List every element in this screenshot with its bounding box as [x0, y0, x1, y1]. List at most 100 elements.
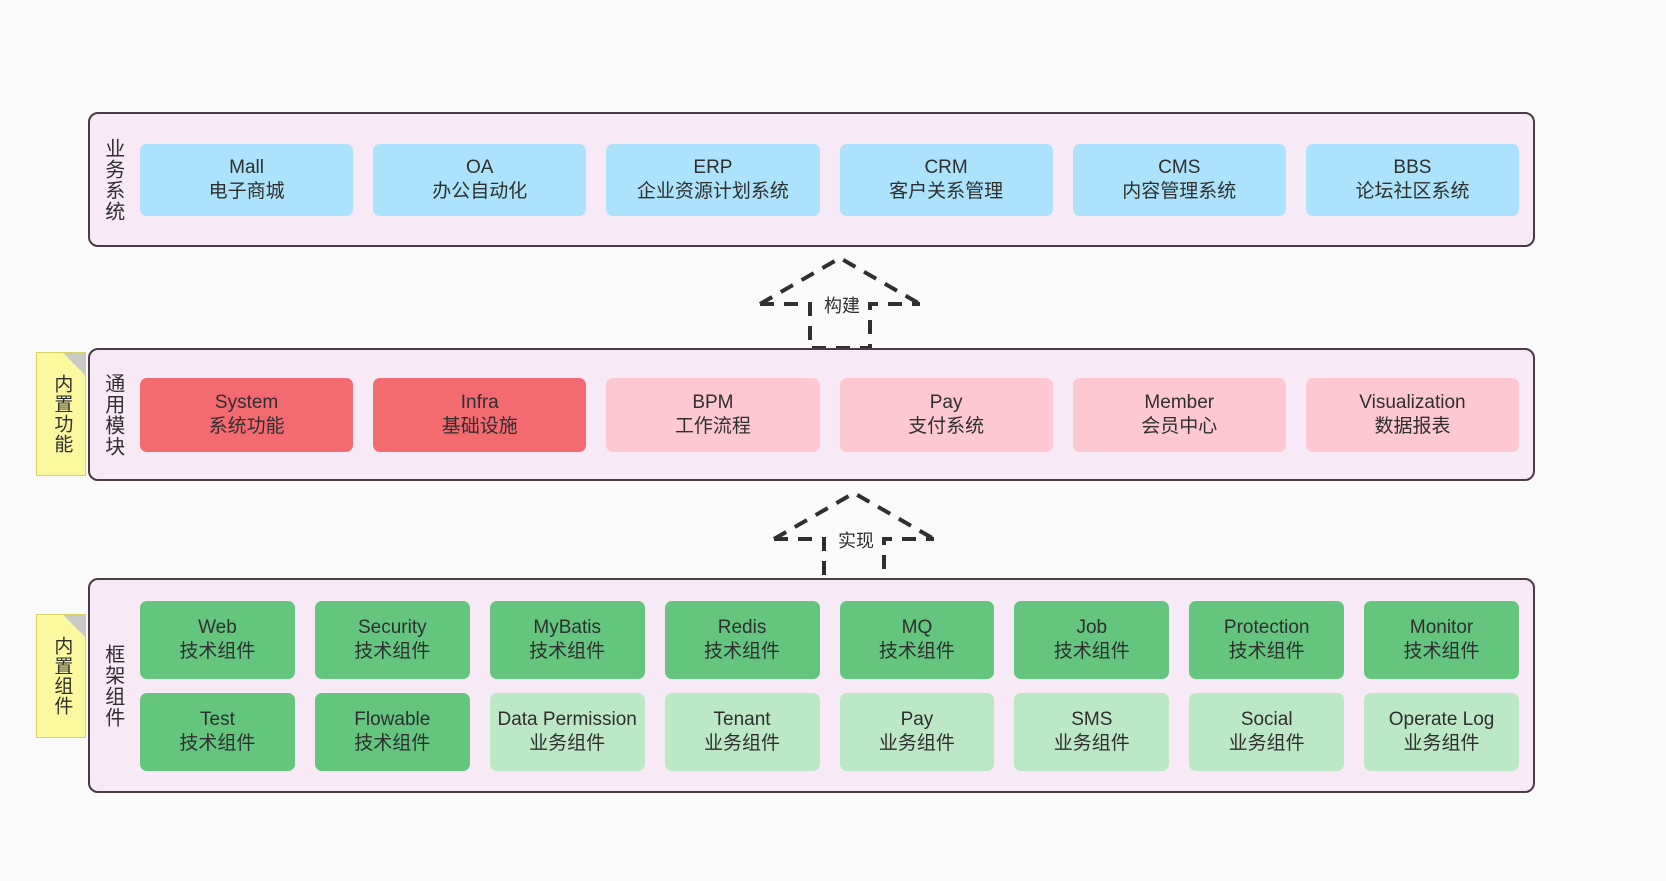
node-title: Security	[357, 616, 427, 638]
node-operate-log[interactable]: Operate Log 业务组件	[1364, 692, 1519, 771]
node-title: MyBatis	[533, 616, 601, 638]
node-subtitle: 客户关系管理	[889, 180, 1004, 202]
node-subtitle: 支付系统	[908, 415, 985, 437]
node-subtitle: 技术组件	[1403, 640, 1480, 662]
tier-body-framework-components: Web 技术组件 Security 技术组件 MyBatis 技术组件 Redi…	[134, 580, 1533, 791]
node-title: Pay	[929, 391, 963, 413]
node-subtitle: 技术组件	[529, 640, 606, 662]
node-title: Protection	[1223, 616, 1310, 638]
node-title: Flowable	[354, 708, 431, 730]
node-pay[interactable]: Pay 支付系统	[839, 377, 1053, 452]
node-subtitle: 技术组件	[1053, 640, 1130, 662]
node-subtitle: 业务组件	[1053, 732, 1130, 754]
node-title: Data Permission	[497, 708, 637, 730]
node-title: Tenant	[713, 708, 771, 730]
node-subtitle: 办公自动化	[432, 180, 528, 202]
node-subtitle: 数据报表	[1374, 415, 1451, 437]
node-title: CRM	[924, 156, 968, 178]
node-subtitle: 业务组件	[704, 732, 781, 754]
node-mq[interactable]: MQ 技术组件	[839, 600, 995, 679]
tier-label-framework-components: 框架组件	[101, 643, 124, 728]
node-system[interactable]: System 系统功能	[140, 377, 354, 452]
tier-row: Web 技术组件 Security 技术组件 MyBatis 技术组件 Redi…	[140, 600, 1519, 679]
tier-body-business-system: Mall 电子商城 OA 办公自动化 ERP 企业资源计划系统 CRM 客户关系…	[134, 114, 1533, 245]
node-title: CMS	[1158, 156, 1201, 178]
node-mybatis[interactable]: MyBatis 技术组件	[489, 600, 645, 679]
node-security[interactable]: Security 技术组件	[314, 600, 470, 679]
node-title: Web	[198, 616, 237, 638]
node-subtitle: 技术组件	[179, 640, 256, 662]
node-subtitle: 基础设施	[441, 415, 518, 437]
node-flowable[interactable]: Flowable 技术组件	[314, 692, 470, 771]
tier-body-common-modules: System 系统功能 Infra 基础设施 BPM 工作流程 Pay 支付系统…	[134, 350, 1533, 479]
tier-row: System 系统功能 Infra 基础设施 BPM 工作流程 Pay 支付系统…	[140, 377, 1520, 452]
node-subtitle: 系统功能	[208, 415, 285, 437]
node-subtitle: 技术组件	[1228, 640, 1305, 662]
note-builtin-function: 内置功能	[36, 352, 86, 476]
node-title: Operate Log	[1388, 708, 1495, 730]
node-subtitle: 企业资源计划系统	[636, 180, 789, 202]
node-redis[interactable]: Redis 技术组件	[664, 600, 820, 679]
node-subtitle: 业务组件	[529, 732, 606, 754]
node-subtitle: 工作流程	[674, 415, 751, 437]
node-bbs[interactable]: BBS 论坛社区系统	[1305, 143, 1520, 216]
tier-row: Test 技术组件 Flowable 技术组件 Data Permission …	[140, 692, 1519, 771]
node-title: OA	[466, 156, 494, 178]
node-title: Pay	[900, 708, 934, 730]
node-cms[interactable]: CMS 内容管理系统	[1072, 143, 1286, 216]
tier-label-business-system: 业务系统	[101, 137, 124, 222]
node-test[interactable]: Test 技术组件	[140, 692, 295, 771]
node-sms[interactable]: SMS 业务组件	[1014, 692, 1170, 771]
implement-arrow-label: 实现	[838, 531, 874, 551]
node-title: ERP	[693, 156, 733, 178]
node-subtitle: 技术组件	[878, 640, 955, 662]
node-member[interactable]: Member 会员中心	[1072, 377, 1286, 452]
page-fold-icon	[63, 353, 85, 375]
node-social[interactable]: Social 业务组件	[1189, 692, 1345, 771]
node-infra[interactable]: Infra 基础设施	[373, 377, 587, 452]
node-tenant[interactable]: Tenant 业务组件	[664, 692, 820, 771]
node-title: SMS	[1071, 708, 1113, 730]
node-title: Social	[1240, 708, 1293, 730]
node-pay-component[interactable]: Pay 业务组件	[839, 692, 995, 771]
node-job[interactable]: Job 技术组件	[1014, 600, 1170, 679]
node-title: Test	[200, 708, 235, 730]
tier-business-system: 业务系统 Mall 电子商城 OA 办公自动化 ERP 企业资源计划系统 CRM…	[88, 112, 1535, 247]
build-arrow-label: 构建	[824, 296, 860, 316]
node-subtitle: 技术组件	[354, 732, 431, 754]
tier-label-common-modules: 通用模块	[101, 372, 124, 457]
node-title: BBS	[1393, 156, 1432, 178]
node-subtitle: 技术组件	[179, 732, 256, 754]
node-subtitle: 业务组件	[1228, 732, 1305, 754]
node-subtitle: 内容管理系统	[1122, 180, 1237, 202]
node-oa[interactable]: OA 办公自动化	[373, 143, 587, 216]
tier-framework-components: 框架组件 Web 技术组件 Security 技术组件 MyBatis 技术组件…	[88, 578, 1535, 793]
node-monitor[interactable]: Monitor 技术组件	[1364, 600, 1519, 679]
node-subtitle: 论坛社区系统	[1355, 180, 1470, 202]
note-text: 内置组件	[51, 636, 73, 716]
node-crm[interactable]: CRM 客户关系管理	[839, 143, 1053, 216]
node-visualization[interactable]: Visualization 数据报表	[1305, 377, 1520, 452]
node-title: System	[214, 391, 279, 413]
node-title: MQ	[901, 616, 933, 638]
node-subtitle: 电子商城	[208, 180, 285, 202]
tier-common-modules: 通用模块 System 系统功能 Infra 基础设施 BPM 工作流程 Pay…	[88, 348, 1535, 481]
node-erp[interactable]: ERP 企业资源计划系统	[606, 143, 820, 216]
node-data-permission[interactable]: Data Permission 业务组件	[489, 692, 645, 771]
node-subtitle: 业务组件	[878, 732, 955, 754]
node-mall[interactable]: Mall 电子商城	[140, 143, 354, 216]
page-fold-icon	[63, 615, 85, 637]
note-builtin-component: 内置组件	[36, 614, 86, 738]
node-subtitle: 会员中心	[1141, 415, 1218, 437]
node-title: Job	[1076, 616, 1108, 638]
node-web[interactable]: Web 技术组件	[140, 600, 295, 679]
node-title: Member	[1144, 391, 1215, 413]
node-subtitle: 技术组件	[354, 640, 431, 662]
node-bpm[interactable]: BPM 工作流程	[606, 377, 820, 452]
node-protection[interactable]: Protection 技术组件	[1189, 600, 1345, 679]
node-title: Redis	[717, 616, 767, 638]
node-title: Monitor	[1409, 616, 1474, 638]
tier-row: Mall 电子商城 OA 办公自动化 ERP 企业资源计划系统 CRM 客户关系…	[140, 143, 1520, 216]
node-title: Infra	[460, 391, 499, 413]
